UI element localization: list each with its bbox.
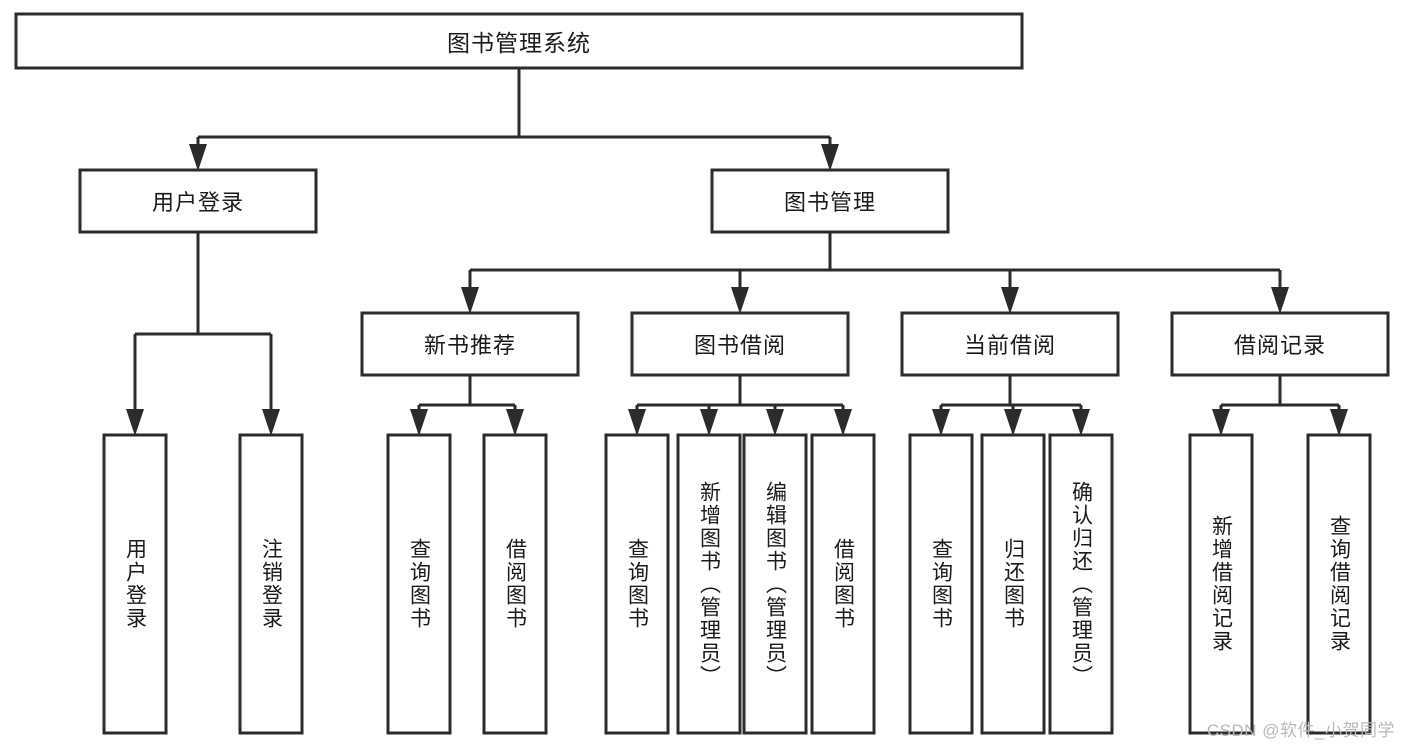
node-box-book-manage[interactable] xyxy=(710,168,950,234)
node-box-leaf-add-book-admin[interactable] xyxy=(676,433,742,735)
connector-group xyxy=(932,375,1090,436)
arrow-head-icon xyxy=(1271,287,1289,314)
node-box-root[interactable] xyxy=(14,12,1024,70)
node-box-leaf-user-login[interactable] xyxy=(102,433,168,735)
node-box-leaf-borrow-book-2[interactable] xyxy=(810,433,876,735)
connector-group xyxy=(1212,375,1348,436)
node-box-leaf-add-borrow-record[interactable] xyxy=(1188,433,1254,735)
node-box-borrow-record[interactable] xyxy=(1170,311,1390,377)
node-box-leaf-borrow-book-1[interactable] xyxy=(482,433,548,735)
arrow-head-icon xyxy=(262,409,280,436)
arrow-head-icon xyxy=(628,409,646,436)
node-box-current-borrow[interactable] xyxy=(900,311,1120,377)
connector-layer xyxy=(126,68,1348,436)
node-box-leaf-query-book-1[interactable] xyxy=(386,433,452,735)
node-box-new-book-recommend[interactable] xyxy=(360,311,580,377)
arrow-head-icon xyxy=(932,409,950,436)
connector-group xyxy=(126,232,280,436)
arrow-head-icon xyxy=(766,409,784,436)
node-box-leaf-query-book-3[interactable] xyxy=(908,433,974,735)
arrow-head-icon xyxy=(189,144,207,171)
node-box-leaf-query-book-2[interactable] xyxy=(604,433,670,735)
arrow-head-icon xyxy=(731,287,749,314)
arrow-head-icon xyxy=(834,409,852,436)
arrow-head-icon xyxy=(506,409,524,436)
arrow-head-icon xyxy=(1001,287,1019,314)
arrow-head-icon xyxy=(821,144,839,171)
node-box-user-login[interactable] xyxy=(78,168,318,234)
node-box-leaf-logout-login[interactable] xyxy=(238,433,304,735)
connector-group xyxy=(189,68,839,171)
node-box-leaf-confirm-return-admin[interactable] xyxy=(1048,433,1114,735)
arrow-head-icon xyxy=(1212,409,1230,436)
node-box-leaf-return-book[interactable] xyxy=(980,433,1046,735)
connector-group xyxy=(628,375,852,436)
arrow-head-icon xyxy=(700,409,718,436)
arrow-head-icon xyxy=(1004,409,1022,436)
arrow-head-icon xyxy=(1330,409,1348,436)
arrow-head-icon xyxy=(461,287,479,314)
node-box-layer xyxy=(14,12,1390,735)
arrow-head-icon xyxy=(126,409,144,436)
connector-group xyxy=(461,232,1289,314)
node-box-leaf-query-borrow-record[interactable] xyxy=(1306,433,1372,735)
node-box-leaf-edit-book-admin[interactable] xyxy=(742,433,808,735)
arrow-head-icon xyxy=(410,409,428,436)
watermark-text: CSDN @软件_小贺同学 xyxy=(1206,721,1395,740)
connector-group xyxy=(410,375,524,436)
arrow-head-icon xyxy=(1072,409,1090,436)
node-box-book-borrow[interactable] xyxy=(630,311,850,377)
